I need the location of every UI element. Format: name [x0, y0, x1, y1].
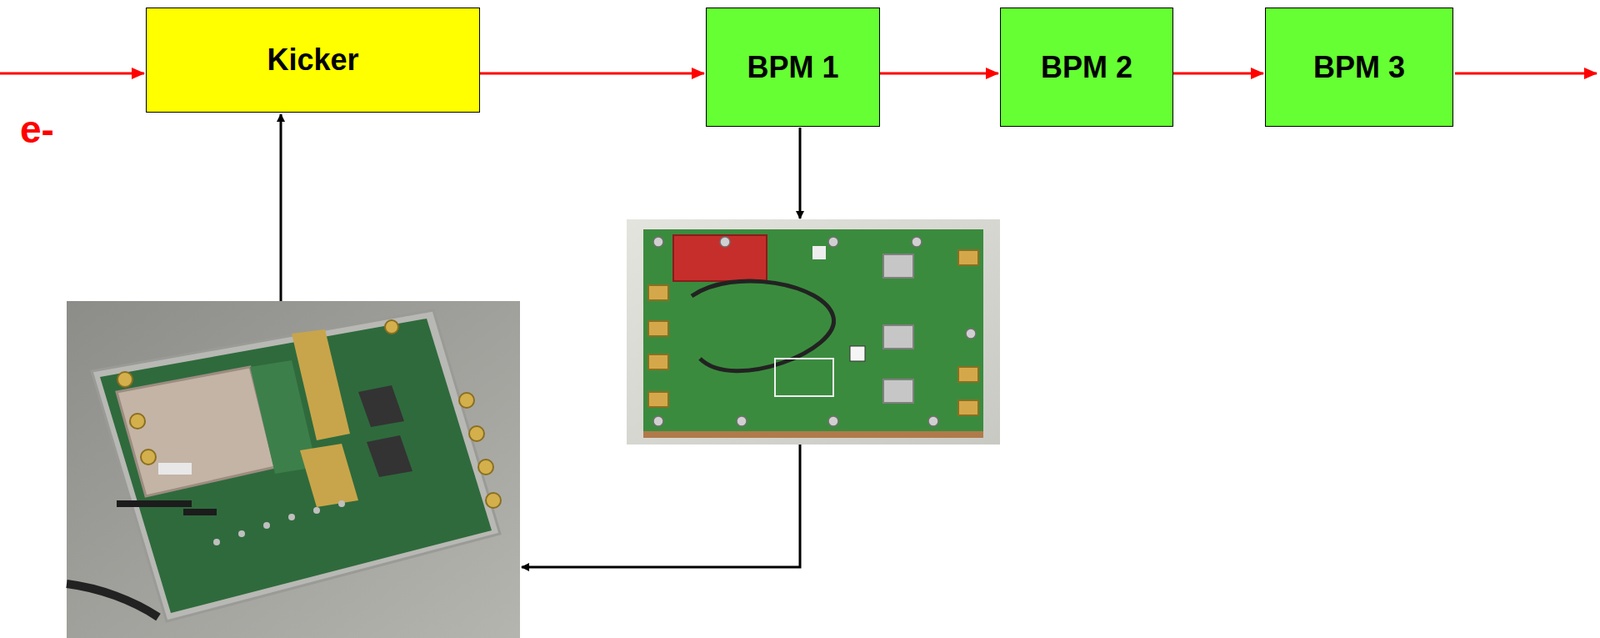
box-label: BPM 2	[1040, 50, 1133, 85]
beam-line	[1173, 72, 1264, 75]
box-label: BPM 1	[746, 50, 839, 85]
text-wrap: BPM 3	[1313, 50, 1405, 85]
text-wrap: Kicker	[266, 42, 359, 77]
particle-label: e-	[20, 106, 55, 152]
beam-line	[0, 72, 145, 75]
bpm-box: BPM 1	[705, 7, 880, 127]
bpm-box: BPM 3	[1265, 7, 1454, 127]
text-wrap: BPM 1	[746, 50, 839, 85]
box-label: Kicker	[266, 42, 359, 77]
signal-wire	[521, 444, 800, 567]
signal-wire	[799, 127, 802, 219]
signal-wire	[280, 114, 283, 301]
feedback-board-photo	[66, 300, 520, 638]
beam-line	[1455, 72, 1597, 75]
beam-line	[480, 72, 705, 75]
box-label: BPM 3	[1313, 50, 1405, 85]
kicker-box: Kicker	[145, 7, 480, 113]
bpm-processor-photo	[626, 219, 1000, 445]
beam-line	[880, 72, 999, 75]
bpm-box: BPM 2	[1000, 7, 1174, 127]
text-wrap: BPM 2	[1040, 50, 1133, 85]
